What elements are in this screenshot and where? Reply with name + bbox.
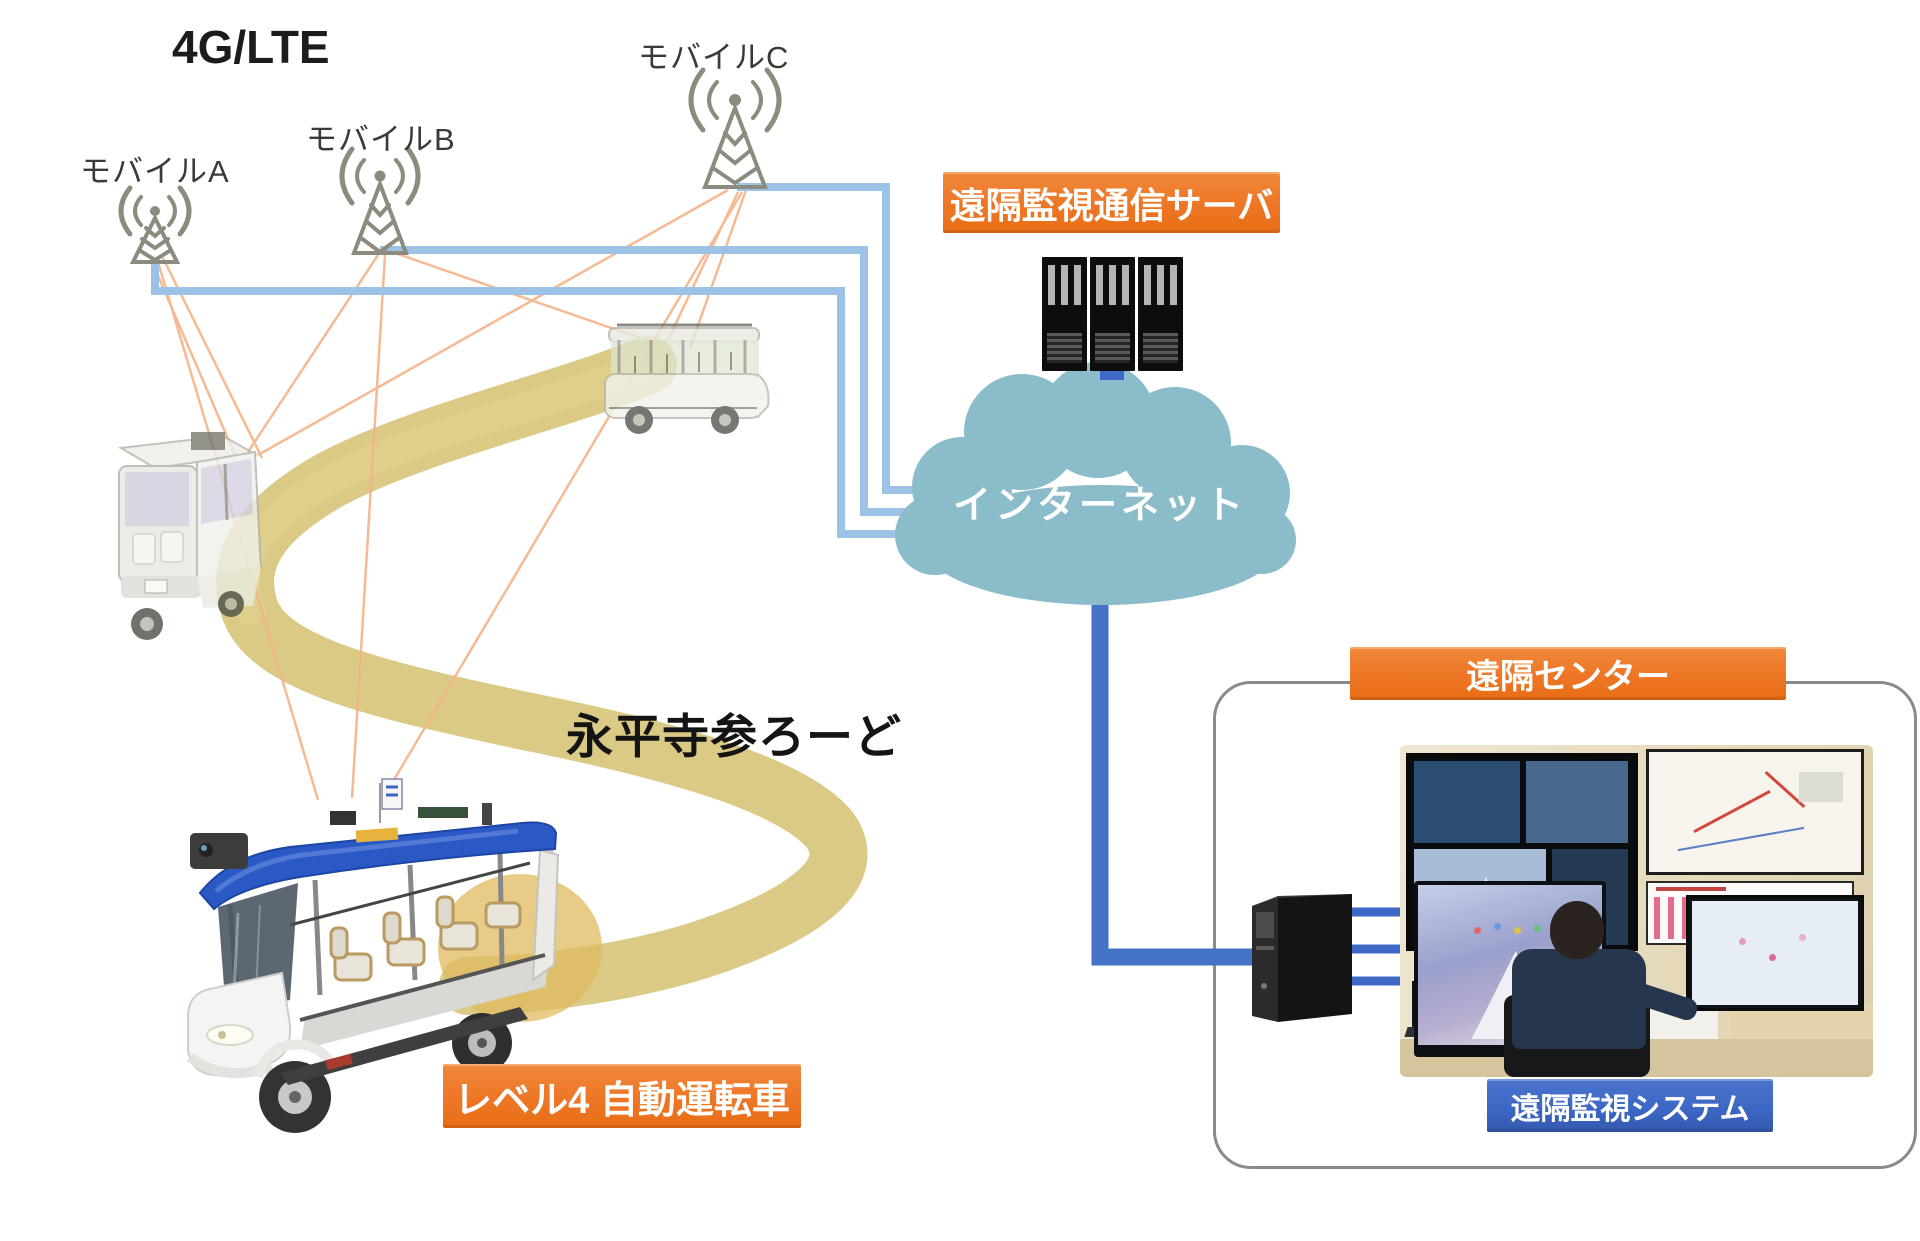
server-unit: [1042, 257, 1087, 371]
internet-label: インターネット: [952, 485, 1247, 527]
remote-center-label: 遠隔センター: [1350, 647, 1786, 700]
control-room-photo: [1400, 745, 1873, 1077]
cell-tower-a-icon: [118, 185, 192, 264]
server-unit: [1090, 257, 1135, 371]
server-grille: [1095, 333, 1130, 363]
tower-label-a: モバイルA: [80, 154, 230, 189]
server-label: 遠隔監視通信サーバ: [943, 172, 1280, 233]
shuttle-vehicle-level4: [186, 778, 560, 1133]
monitoring-system-label: 遠隔監視システム: [1487, 1079, 1773, 1132]
server-drive-bars: [1042, 265, 1087, 305]
server-grille: [1143, 333, 1178, 363]
server-unit: [1138, 257, 1183, 371]
level4-vehicle-label: レベル4 自動運転車: [443, 1064, 801, 1128]
map-monitor: [1646, 749, 1864, 875]
network-title: 4G/LTE: [172, 21, 330, 73]
camera-feed-tile: [1526, 761, 1628, 843]
pc-links: [1352, 907, 1402, 986]
operator-person: [1512, 949, 1646, 1049]
trunk-link: [1091, 592, 1252, 966]
shuttle-vehicle-1: [117, 432, 263, 640]
server-drive-bars: [1090, 265, 1135, 305]
desk-monitor-right: [1686, 895, 1864, 1011]
cell-tower-b-icon: [339, 146, 421, 255]
pc-tower-icon: [1252, 894, 1352, 1022]
tower-label-b: モバイルB: [306, 122, 456, 157]
tower-label-c: モバイルC: [638, 40, 790, 75]
internet-cloud-icon: [895, 362, 1296, 605]
cell-tower-c-icon: [688, 67, 782, 189]
camera-feed-tile: [1414, 761, 1520, 843]
operator-head: [1550, 901, 1604, 959]
server-cloud-connector: [1100, 371, 1124, 380]
shuttle-vehicle-2: [604, 323, 770, 434]
server-grille: [1047, 333, 1082, 363]
server-drive-bars: [1138, 265, 1183, 305]
shuttle-seats: [329, 895, 522, 982]
road-name-label: 永平寺参ろーど: [566, 710, 902, 763]
server-rack-icon: [1042, 257, 1183, 371]
